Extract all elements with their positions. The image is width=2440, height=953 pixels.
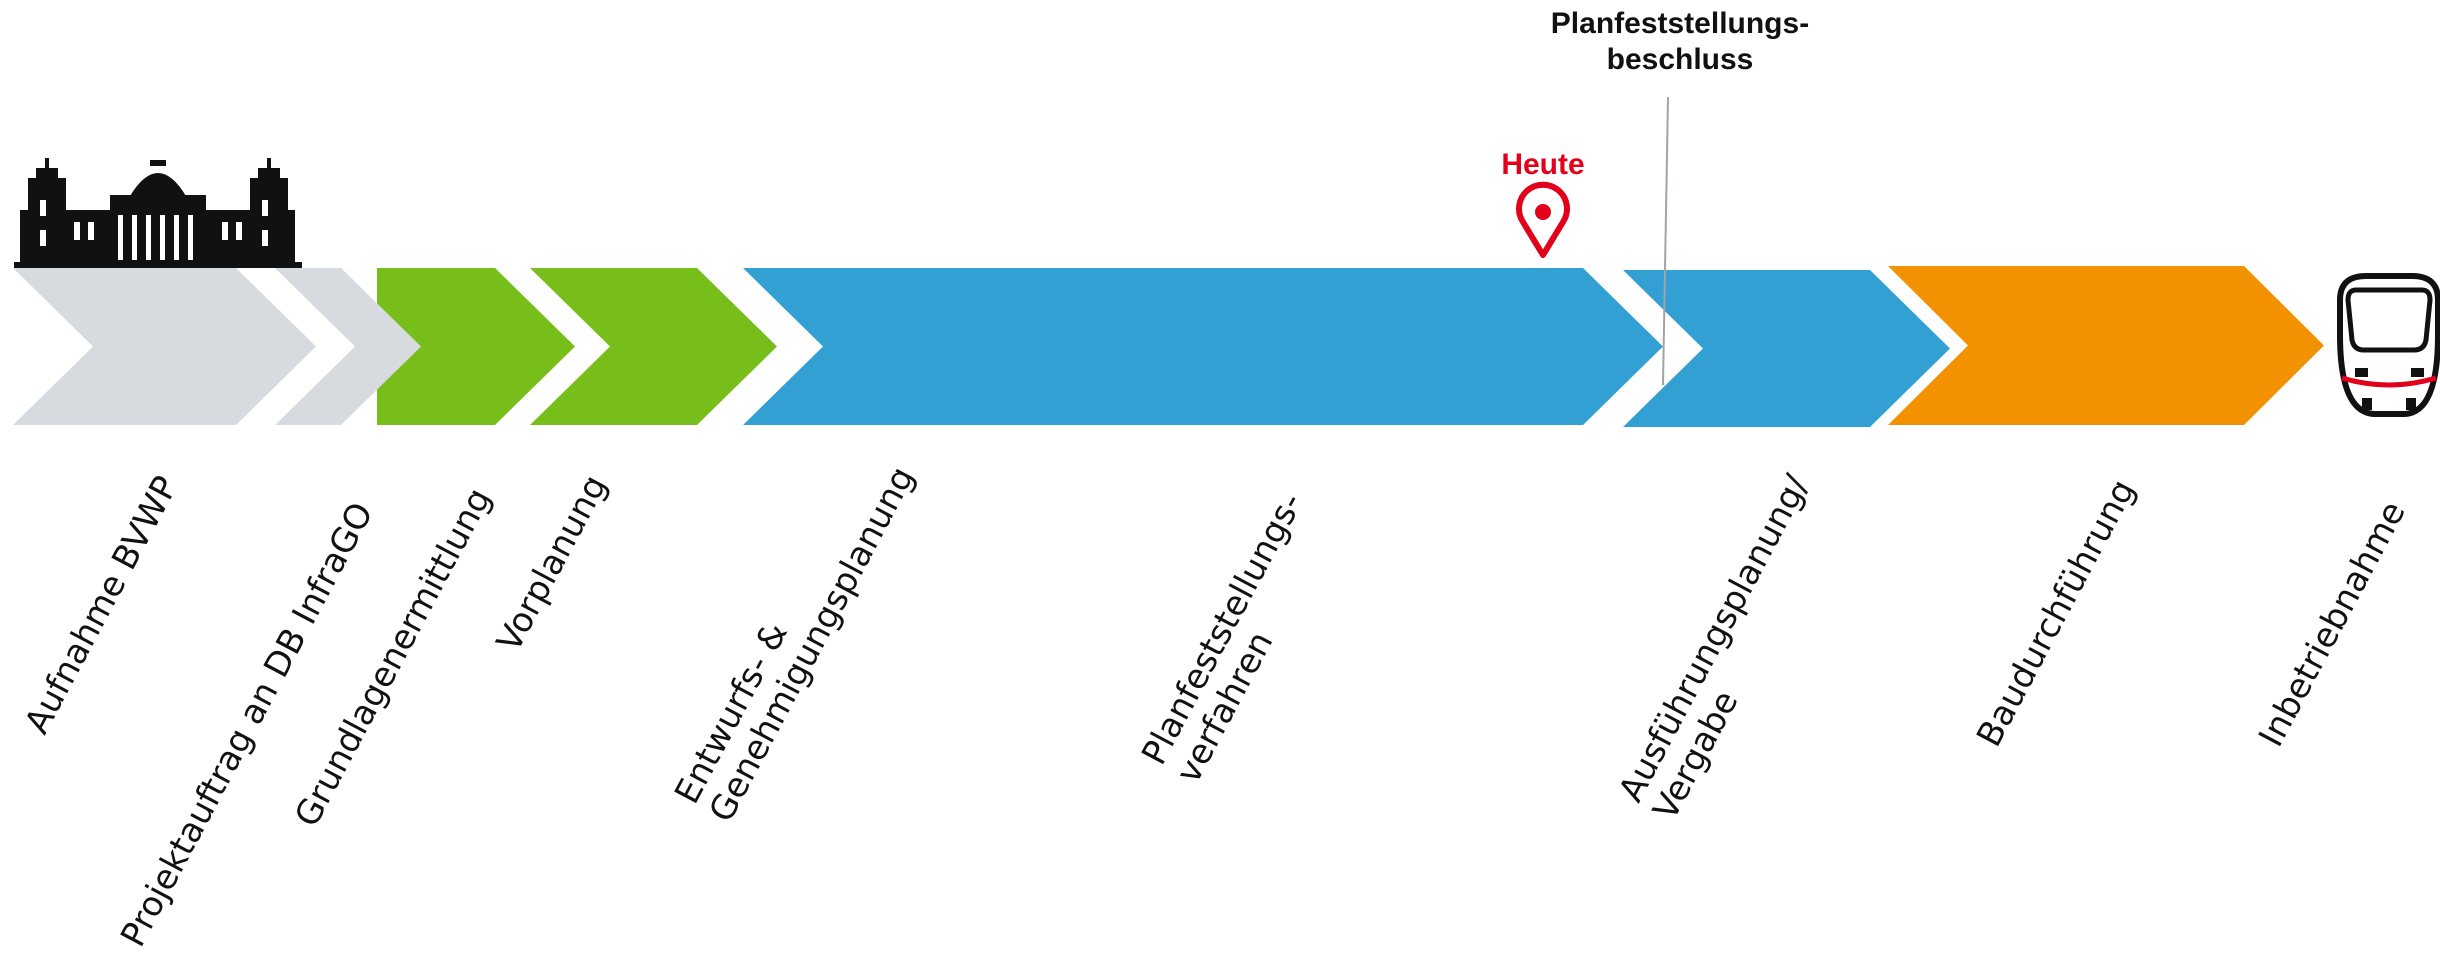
plan-approval-connector <box>1662 96 1669 386</box>
plan-approval-milestone: Planfeststellungs- beschluss <box>1540 6 1820 78</box>
phase-arrow-vorplanung <box>530 268 777 425</box>
today-milestone: Heute <box>1501 148 1585 181</box>
phase-arrow-grundlagenermittlung <box>377 268 575 425</box>
location-pin-icon <box>1516 181 1570 258</box>
reichstag-icon <box>14 158 302 268</box>
phase-arrow-entwurfsplanung <box>743 268 1663 425</box>
train-front-icon <box>2337 273 2440 417</box>
phase-arrow-aufnahme-bvwp <box>13 268 316 425</box>
phase-arrow-ausfuehrungsplanung <box>1623 270 1950 427</box>
plan-approval-line1: Planfeststellungs- <box>1550 7 1810 40</box>
phase-arrow-projektauftrag <box>275 268 421 425</box>
plan-approval-line2: beschluss <box>1606 43 1754 76</box>
phase-arrow-baudurchfuehrung <box>1888 266 2324 425</box>
